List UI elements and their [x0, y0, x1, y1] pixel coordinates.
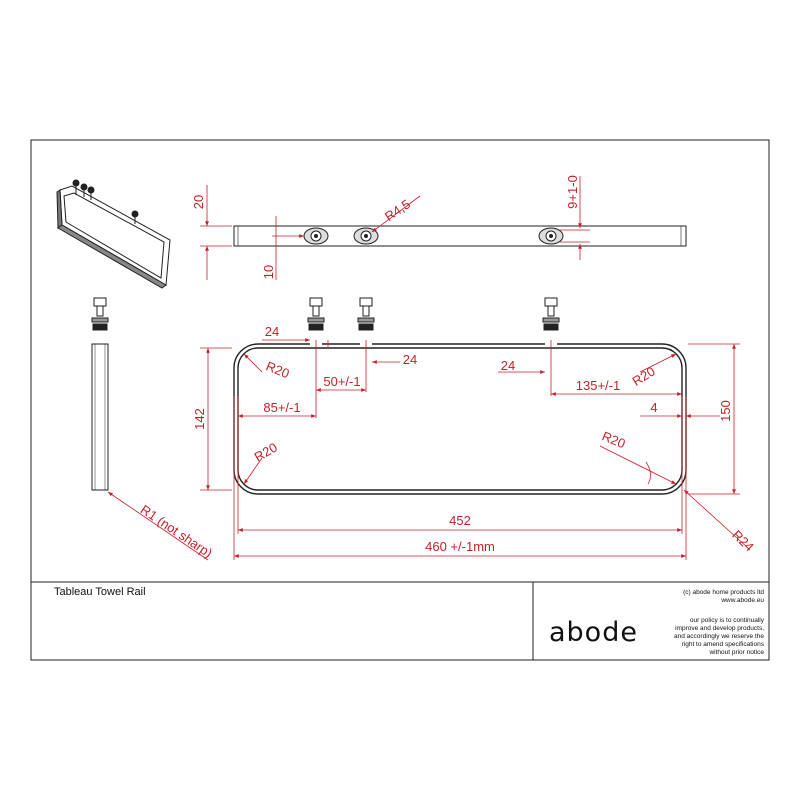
dim-top-height: 20	[191, 195, 206, 209]
side-view: R1 (not sharp)	[91, 343, 215, 561]
bolt-icon	[307, 297, 325, 331]
dim-slot-right: 24	[501, 358, 515, 373]
dim-inner-width: 452	[449, 513, 471, 528]
isometric-view	[56, 179, 171, 289]
policy-line: without prior notice	[709, 649, 764, 656]
dim-outer-width: 460 +/-1mm	[425, 539, 495, 554]
dim-edge-radius: R1 (not sharp)	[138, 502, 215, 561]
sheet-border	[30, 139, 770, 661]
copyright-text: (c) abode home products ltd	[683, 589, 764, 596]
policy-line: our policy is to continually	[689, 617, 764, 624]
dim-spacing-135: 135+/-1	[576, 378, 620, 393]
bolt-icon	[353, 227, 379, 245]
dim-spacing-85: 85+/-1	[263, 400, 300, 415]
policy-line: right to amend specifications	[681, 641, 764, 648]
brand-logo: abode	[549, 617, 638, 648]
bolt-icon	[542, 297, 560, 331]
dim-inner-height: 142	[192, 408, 207, 430]
top-rail-view: 20 10 R4,5 9+1-0	[191, 175, 687, 280]
bolt-icon	[538, 227, 564, 245]
dim-outer-height: 150	[718, 400, 733, 422]
policy-line: improve and develop products,	[675, 625, 764, 632]
dim-right-tolerance: 9+1-0	[565, 175, 580, 209]
bolt-row	[91, 297, 560, 331]
copyright-block: (c) abode home products ltd www.abode.eu	[683, 589, 764, 605]
website-text: www.abode.eu	[721, 597, 764, 604]
drawing-title: Tableau Towel Rail	[54, 586, 146, 598]
policy-note: our policy is to continually improve and…	[644, 617, 764, 657]
dim-slot-left: 24	[265, 324, 279, 339]
bolt-icon	[357, 297, 375, 331]
dim-radius-outer: R24	[729, 527, 757, 554]
bolt-icon	[303, 227, 329, 245]
bolt-icon	[91, 297, 109, 331]
dim-top-offset: 10	[261, 265, 276, 279]
policy-line: and accordingly we reserve the	[674, 633, 764, 640]
dim-hole-radius: R4,5	[382, 196, 413, 224]
dim-slot-mid: 24	[403, 352, 417, 367]
dim-wall: 4	[650, 400, 657, 415]
front-view: 24 24 24 50+/-1 85+/-1 135+/-1 4 R20 R20…	[192, 324, 757, 560]
dim-spacing-50: 50+/-1	[323, 374, 360, 389]
